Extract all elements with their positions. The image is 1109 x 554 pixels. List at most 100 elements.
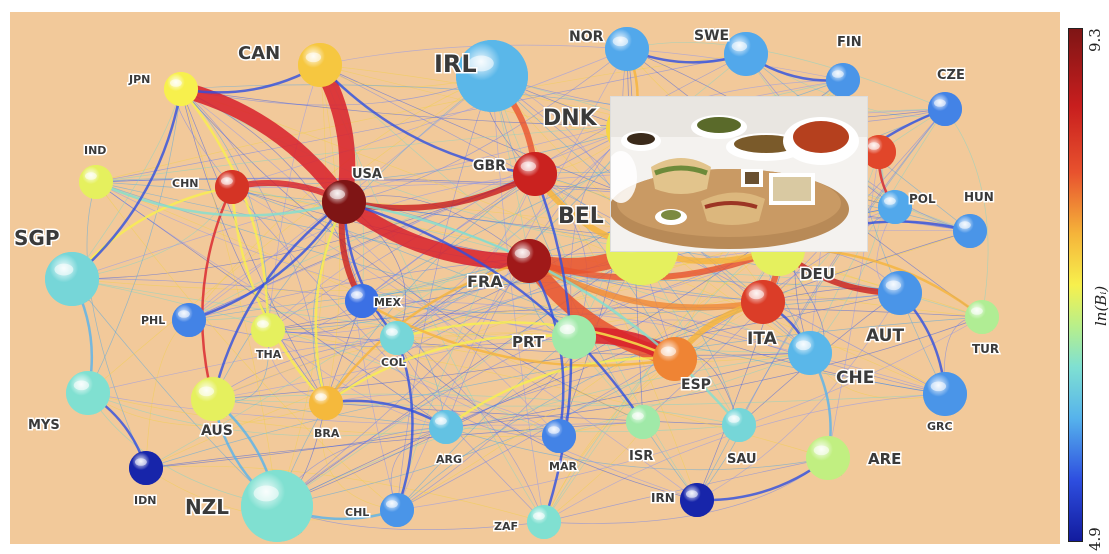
node-are: ARE (806, 436, 903, 480)
node-shading (552, 315, 596, 359)
node-label-mar: MAR (549, 460, 577, 473)
background-edge (71, 248, 779, 292)
node-highlight (256, 320, 269, 328)
node-highlight (731, 41, 748, 52)
node-label-tha: THA (256, 348, 282, 361)
node-shading (79, 165, 113, 199)
node-shading (298, 43, 342, 87)
node-highlight (314, 393, 327, 401)
background-edge (276, 230, 971, 507)
node-shading (878, 271, 922, 315)
node-highlight (885, 280, 902, 291)
node-shading (507, 239, 551, 283)
node-shading (380, 321, 414, 355)
node-highlight (930, 381, 947, 392)
node-chn: CHN (171, 170, 249, 204)
colorbar-gradient (1068, 28, 1083, 542)
node-label-swe: SWE (694, 28, 729, 44)
edge-sgp-jpn (70, 87, 183, 281)
node-highlight (329, 189, 346, 200)
background-edge (267, 329, 829, 459)
node-shading (513, 152, 557, 196)
background-edge (827, 151, 880, 459)
node-label-esp: ESP (681, 377, 711, 393)
node-shading (741, 280, 785, 324)
node-shading (241, 470, 313, 542)
background-edge (325, 128, 634, 404)
node-label-irn: IRN (651, 491, 675, 505)
edge-sau-usa (342, 200, 741, 427)
background-edge (231, 186, 545, 523)
background-edge (276, 64, 327, 507)
node-label-grc: GRC (927, 420, 953, 433)
edge-prt-bra (324, 334, 576, 405)
background-edge (445, 426, 829, 471)
node-label-phl: PHL (141, 314, 165, 327)
node-highlight (831, 70, 844, 78)
node-shading (322, 180, 366, 224)
background-edge (188, 173, 536, 321)
background-edge (87, 88, 182, 394)
edge-usa-fra (336, 194, 537, 270)
background-edge (491, 75, 545, 523)
node-label-gbr: GBR (473, 158, 506, 174)
node-shading (928, 92, 962, 126)
node-shading (191, 377, 235, 421)
node-bra: BRA (309, 386, 343, 442)
node-label-ind: IND (84, 144, 106, 157)
node-label-sau: SAU (727, 452, 757, 467)
node-highlight (685, 490, 698, 498)
node-highlight (468, 55, 494, 72)
node-shading (722, 408, 756, 442)
background-edge (87, 392, 560, 437)
edge-chl-col (395, 336, 414, 512)
node-tha: THA (251, 313, 285, 363)
node-highlight (970, 307, 983, 315)
background-edge (87, 392, 447, 437)
node-shading (923, 372, 967, 416)
node-highlight (631, 412, 644, 420)
background-edge (95, 53, 747, 183)
node-highlight (253, 485, 279, 502)
node-fra: FRA (466, 239, 551, 293)
node-irl: IRL (433, 40, 528, 112)
node-irn: IRN (650, 483, 714, 517)
node-highlight (198, 386, 215, 397)
edge-chn-aus (201, 185, 234, 401)
edge-fra-bra (324, 259, 531, 405)
node-label-aut: AUT (866, 326, 904, 346)
node-shading (215, 170, 249, 204)
node-fin: FIN (826, 34, 863, 97)
background-edge (95, 181, 398, 511)
background-edge (188, 75, 493, 321)
node-shading (164, 72, 198, 106)
background-edge (319, 64, 340, 404)
node-shading (45, 252, 99, 306)
node-shading (680, 483, 714, 517)
background-edge (71, 278, 811, 354)
node-shading (724, 32, 768, 76)
node-tur: TUR (965, 300, 1001, 358)
background-edge (322, 402, 398, 511)
node-esp: ESP (653, 337, 712, 395)
node-highlight (350, 291, 363, 299)
background-edge (361, 128, 634, 302)
edge-usa-bra (314, 200, 346, 405)
node-highlight (559, 324, 576, 335)
node-label-irl: IRL (434, 50, 477, 78)
node-label-deu: DEU (800, 265, 835, 283)
node-label-col: COL (381, 356, 405, 369)
background-edge (396, 316, 983, 511)
node-label-can: CAN (238, 43, 280, 64)
node-shading (862, 135, 896, 169)
node-label-cze: CZE (937, 68, 965, 83)
background-edge (180, 88, 278, 507)
node-aut: AUT (865, 271, 922, 348)
node-shading (251, 313, 285, 347)
node-hun: HUN (953, 189, 995, 248)
node-label-isr: ISR (629, 449, 653, 464)
colorbar-min-label: 4.9 (1086, 527, 1104, 551)
node-highlight (385, 328, 398, 336)
background-edge (325, 394, 560, 437)
